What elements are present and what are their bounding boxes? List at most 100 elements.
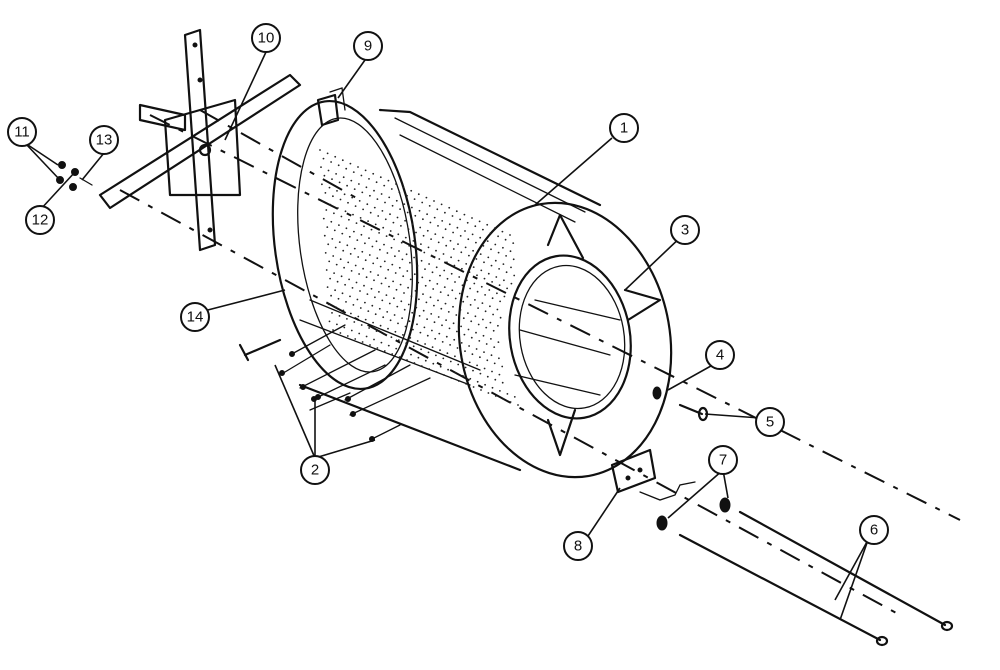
- perforation-dot: [383, 333, 385, 335]
- perforation-dot: [505, 271, 508, 274]
- perforation-dot: [361, 250, 364, 253]
- perforation-dot: [417, 281, 420, 284]
- perforation-dot: [415, 248, 418, 251]
- perforation-dot: [425, 301, 428, 304]
- perforation-dot: [475, 348, 478, 350]
- fasteners-11-12-13: [56, 161, 93, 191]
- perforation-dot: [466, 221, 469, 224]
- perforation-dot: [409, 278, 412, 281]
- perforation-dot: [346, 244, 349, 247]
- perforation-dot: [457, 243, 459, 246]
- perforation-dot: [499, 390, 501, 392]
- perforation-dot: [455, 210, 458, 213]
- perforation-dot: [447, 294, 450, 297]
- perforation-dot: [481, 302, 484, 304]
- perforation-dot: [333, 212, 335, 215]
- perforation-dot: [440, 203, 443, 206]
- perforation-dot: [344, 210, 347, 213]
- perforation-dot: [419, 331, 422, 334]
- perforation-dot: [409, 261, 411, 264]
- perforation-dot: [471, 233, 474, 236]
- callout-7: 7: [708, 445, 738, 475]
- perforation-dot: [336, 190, 338, 192]
- perforation-dot: [376, 347, 379, 349]
- perforation-dot: [403, 308, 406, 311]
- callout-11: 11: [7, 117, 37, 147]
- perforation-dot: [328, 186, 331, 189]
- perforation-dot: [454, 371, 457, 374]
- perforation-dot: [418, 298, 420, 301]
- perforation-dot: [495, 276, 498, 278]
- perforation-dot: [355, 281, 358, 284]
- perforation-dot: [328, 260, 331, 263]
- perforation-dot: [401, 317, 403, 319]
- perforation-dot: [342, 249, 345, 252]
- perforation-dot: [378, 307, 381, 310]
- perforation-dot: [395, 288, 398, 291]
- perforation-dot: [392, 221, 395, 224]
- perforation-dot: [445, 244, 448, 247]
- perforation-dot: [486, 223, 489, 226]
- center-axis-lines: [119, 109, 961, 616]
- perforation-dot: [492, 329, 495, 332]
- callout-label-12: 12: [32, 212, 49, 229]
- perforation-dot: [372, 321, 374, 324]
- perforation-dot: [395, 347, 398, 350]
- perforation-dot: [352, 304, 355, 306]
- perforation-dot: [375, 330, 378, 332]
- perforation-dot: [465, 263, 468, 265]
- perforation-dot: [432, 362, 435, 365]
- perforation-dot: [449, 344, 451, 346]
- perforation-dot: [341, 159, 344, 162]
- perforation-dot: [381, 210, 384, 212]
- perforation-dot: [426, 334, 429, 337]
- perforation-dot: [390, 336, 393, 339]
- perforation-dot: [433, 216, 436, 219]
- perforation-dot: [428, 263, 430, 265]
- perforation-dot: [395, 199, 398, 202]
- perforation-dot: [458, 292, 461, 295]
- perforation-dot: [401, 258, 404, 261]
- perforation-dot: [342, 176, 345, 179]
- perforation-dot: [411, 311, 414, 314]
- perforation-dot: [354, 264, 357, 267]
- perforation-dot: [488, 289, 491, 291]
- perforation-dot: [428, 205, 431, 207]
- perforation-dot: [467, 238, 470, 241]
- perforation-dot: [473, 282, 476, 285]
- perforation-dot: [378, 291, 380, 293]
- perforation-dot: [406, 359, 408, 361]
- perforation-dot: [509, 401, 512, 403]
- part-8-plate: [610, 448, 696, 501]
- perforation-dot: [402, 275, 405, 278]
- perforation-dot: [353, 247, 356, 250]
- perforation-dot: [503, 295, 506, 298]
- perforation-dot: [459, 309, 462, 311]
- perforation-dot: [477, 307, 479, 309]
- perforation-dot: [446, 261, 448, 264]
- perforation-dot: [441, 341, 444, 343]
- perforation-dot: [474, 225, 477, 228]
- perforation-dot: [359, 290, 361, 292]
- perforation-dot: [387, 179, 390, 182]
- perforation-dot: [513, 396, 516, 398]
- perforation-dot: [499, 300, 501, 303]
- perforation-dot: [467, 328, 470, 331]
- perforation-dot: [460, 251, 463, 254]
- perforation-dot: [450, 256, 452, 259]
- perforation-dot: [372, 172, 375, 175]
- perforation-dot: [444, 211, 446, 214]
- perforation-dot: [464, 246, 467, 249]
- perforation-dot: [327, 169, 330, 172]
- perforation-dot: [328, 320, 331, 323]
- perforation-dot: [364, 242, 366, 245]
- perforation-dot: [348, 278, 350, 281]
- perforation-dot: [402, 350, 405, 353]
- perforation-dot: [506, 393, 509, 395]
- perforation-dot: [386, 311, 389, 313]
- perforation-dot: [397, 339, 400, 342]
- perforation-dot: [366, 203, 369, 206]
- perforation-dot: [338, 241, 341, 244]
- perforation-dot: [448, 206, 451, 209]
- perforation-dot: [388, 302, 391, 305]
